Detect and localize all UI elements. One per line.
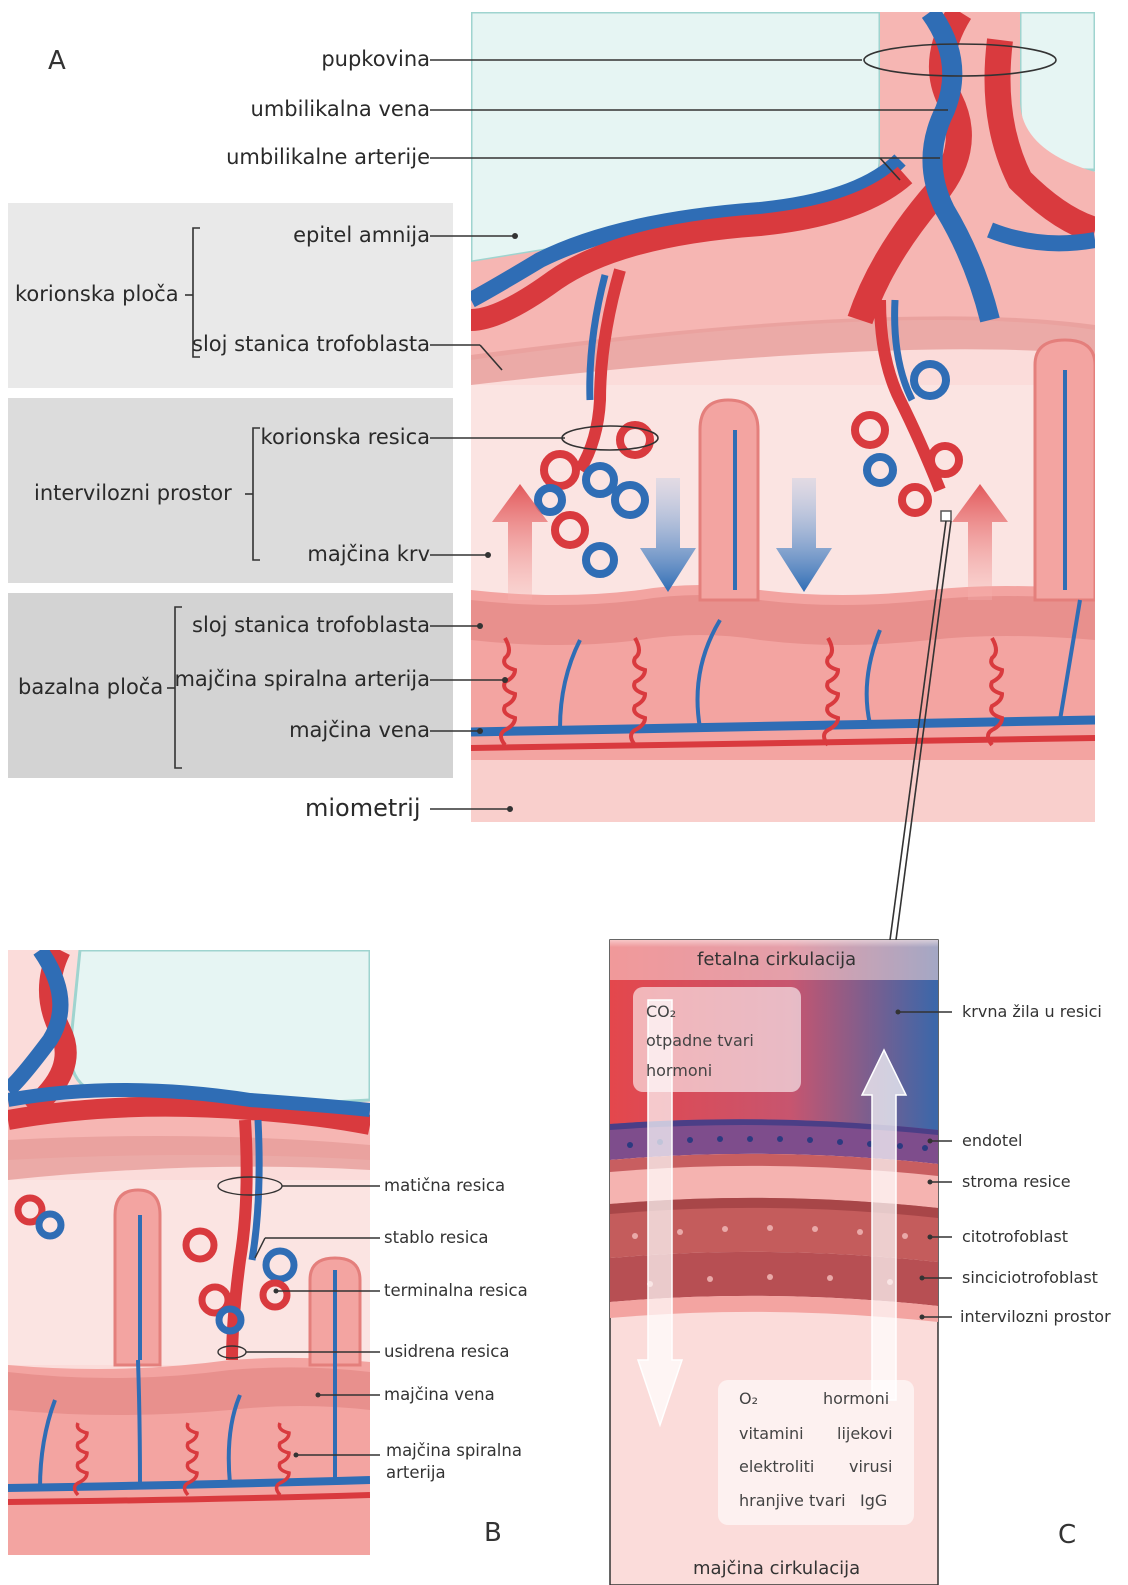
label-majcina-vena-b: majčina vena	[384, 1386, 495, 1405]
maternal-vitamini: vitamini	[739, 1426, 804, 1442]
maternal-o2: O₂	[739, 1391, 758, 1407]
fetal-hormoni: hormoni	[646, 1063, 712, 1079]
panel-b-art	[8, 950, 370, 1555]
label-majcina-spiralna-arterija: majčina spiralna arterija	[174, 669, 430, 690]
fetal-co2: CO₂	[646, 1004, 676, 1020]
label-intervilozni-prostor-c: intervilozni prostor	[960, 1309, 1111, 1325]
maternal-virusi: virusi	[849, 1459, 892, 1475]
label-pupkovina: pupkovina	[321, 49, 430, 70]
label-korionska-resica: korionska resica	[261, 427, 430, 448]
label-fetalna-cirkulacija: fetalna cirkulacija	[697, 951, 856, 969]
fetal-otpadne-tvari: otpadne tvari	[646, 1033, 754, 1049]
panel-c-letter: C	[1058, 1520, 1076, 1550]
label-umbilikalna-vena: umbilikalna vena	[251, 99, 430, 120]
label-sinciciotrofoblast: sinciciotrofoblast	[962, 1270, 1098, 1286]
maternal-igg: IgG	[860, 1493, 887, 1509]
label-endotel: endotel	[962, 1133, 1023, 1149]
label-sloj-stanica-trofoblasta-2: sloj stanica trofoblasta	[192, 615, 430, 636]
panel-a-art	[471, 12, 1095, 822]
label-krvna-zila: krvna žila u resici	[962, 1004, 1102, 1020]
panel-b-letter: B	[484, 1518, 502, 1548]
label-usidrena-resica: usidrena resica	[384, 1343, 509, 1362]
group-label-intervilozni-prostor: intervilozni prostor	[34, 483, 232, 504]
label-maticna-resica: matična resica	[384, 1177, 505, 1196]
label-citotrofoblast: citotrofoblast	[962, 1229, 1068, 1245]
label-sloj-stanica-trofoblasta-1: sloj stanica trofoblasta	[192, 334, 430, 355]
maternal-lijekovi: lijekovi	[837, 1426, 893, 1442]
label-stroma-resice: stroma resice	[962, 1174, 1071, 1190]
label-majcina-vena: majčina vena	[289, 720, 430, 741]
label-umbilikalne-arterije: umbilikalne arterije	[226, 147, 430, 168]
label-epitel-amnija: epitel amnija	[293, 225, 430, 246]
label-terminalna-resica: terminalna resica	[384, 1282, 528, 1301]
panel-a-letter: A	[48, 46, 66, 76]
label-majcina-spiralna-arterija-b1: majčina spiralna	[386, 1442, 522, 1461]
group-label-korionska-ploca: korionska ploča	[15, 284, 179, 305]
maternal-elektroliti: elektroliti	[739, 1459, 814, 1475]
group-label-bazalna-ploca: bazalna ploča	[18, 677, 163, 698]
label-miometrij: miometrij	[305, 796, 421, 820]
label-majcina-spiralna-arterija-b2: arterija	[386, 1464, 446, 1483]
maternal-hranjive-tvari: hranjive tvari	[739, 1493, 846, 1509]
label-stablo-resica: stablo resica	[384, 1229, 489, 1248]
label-majcina-cirkulacija: majčina cirkulacija	[693, 1560, 860, 1578]
label-majcina-krv: majčina krv	[307, 544, 430, 565]
maternal-hormoni: hormoni	[823, 1391, 889, 1407]
